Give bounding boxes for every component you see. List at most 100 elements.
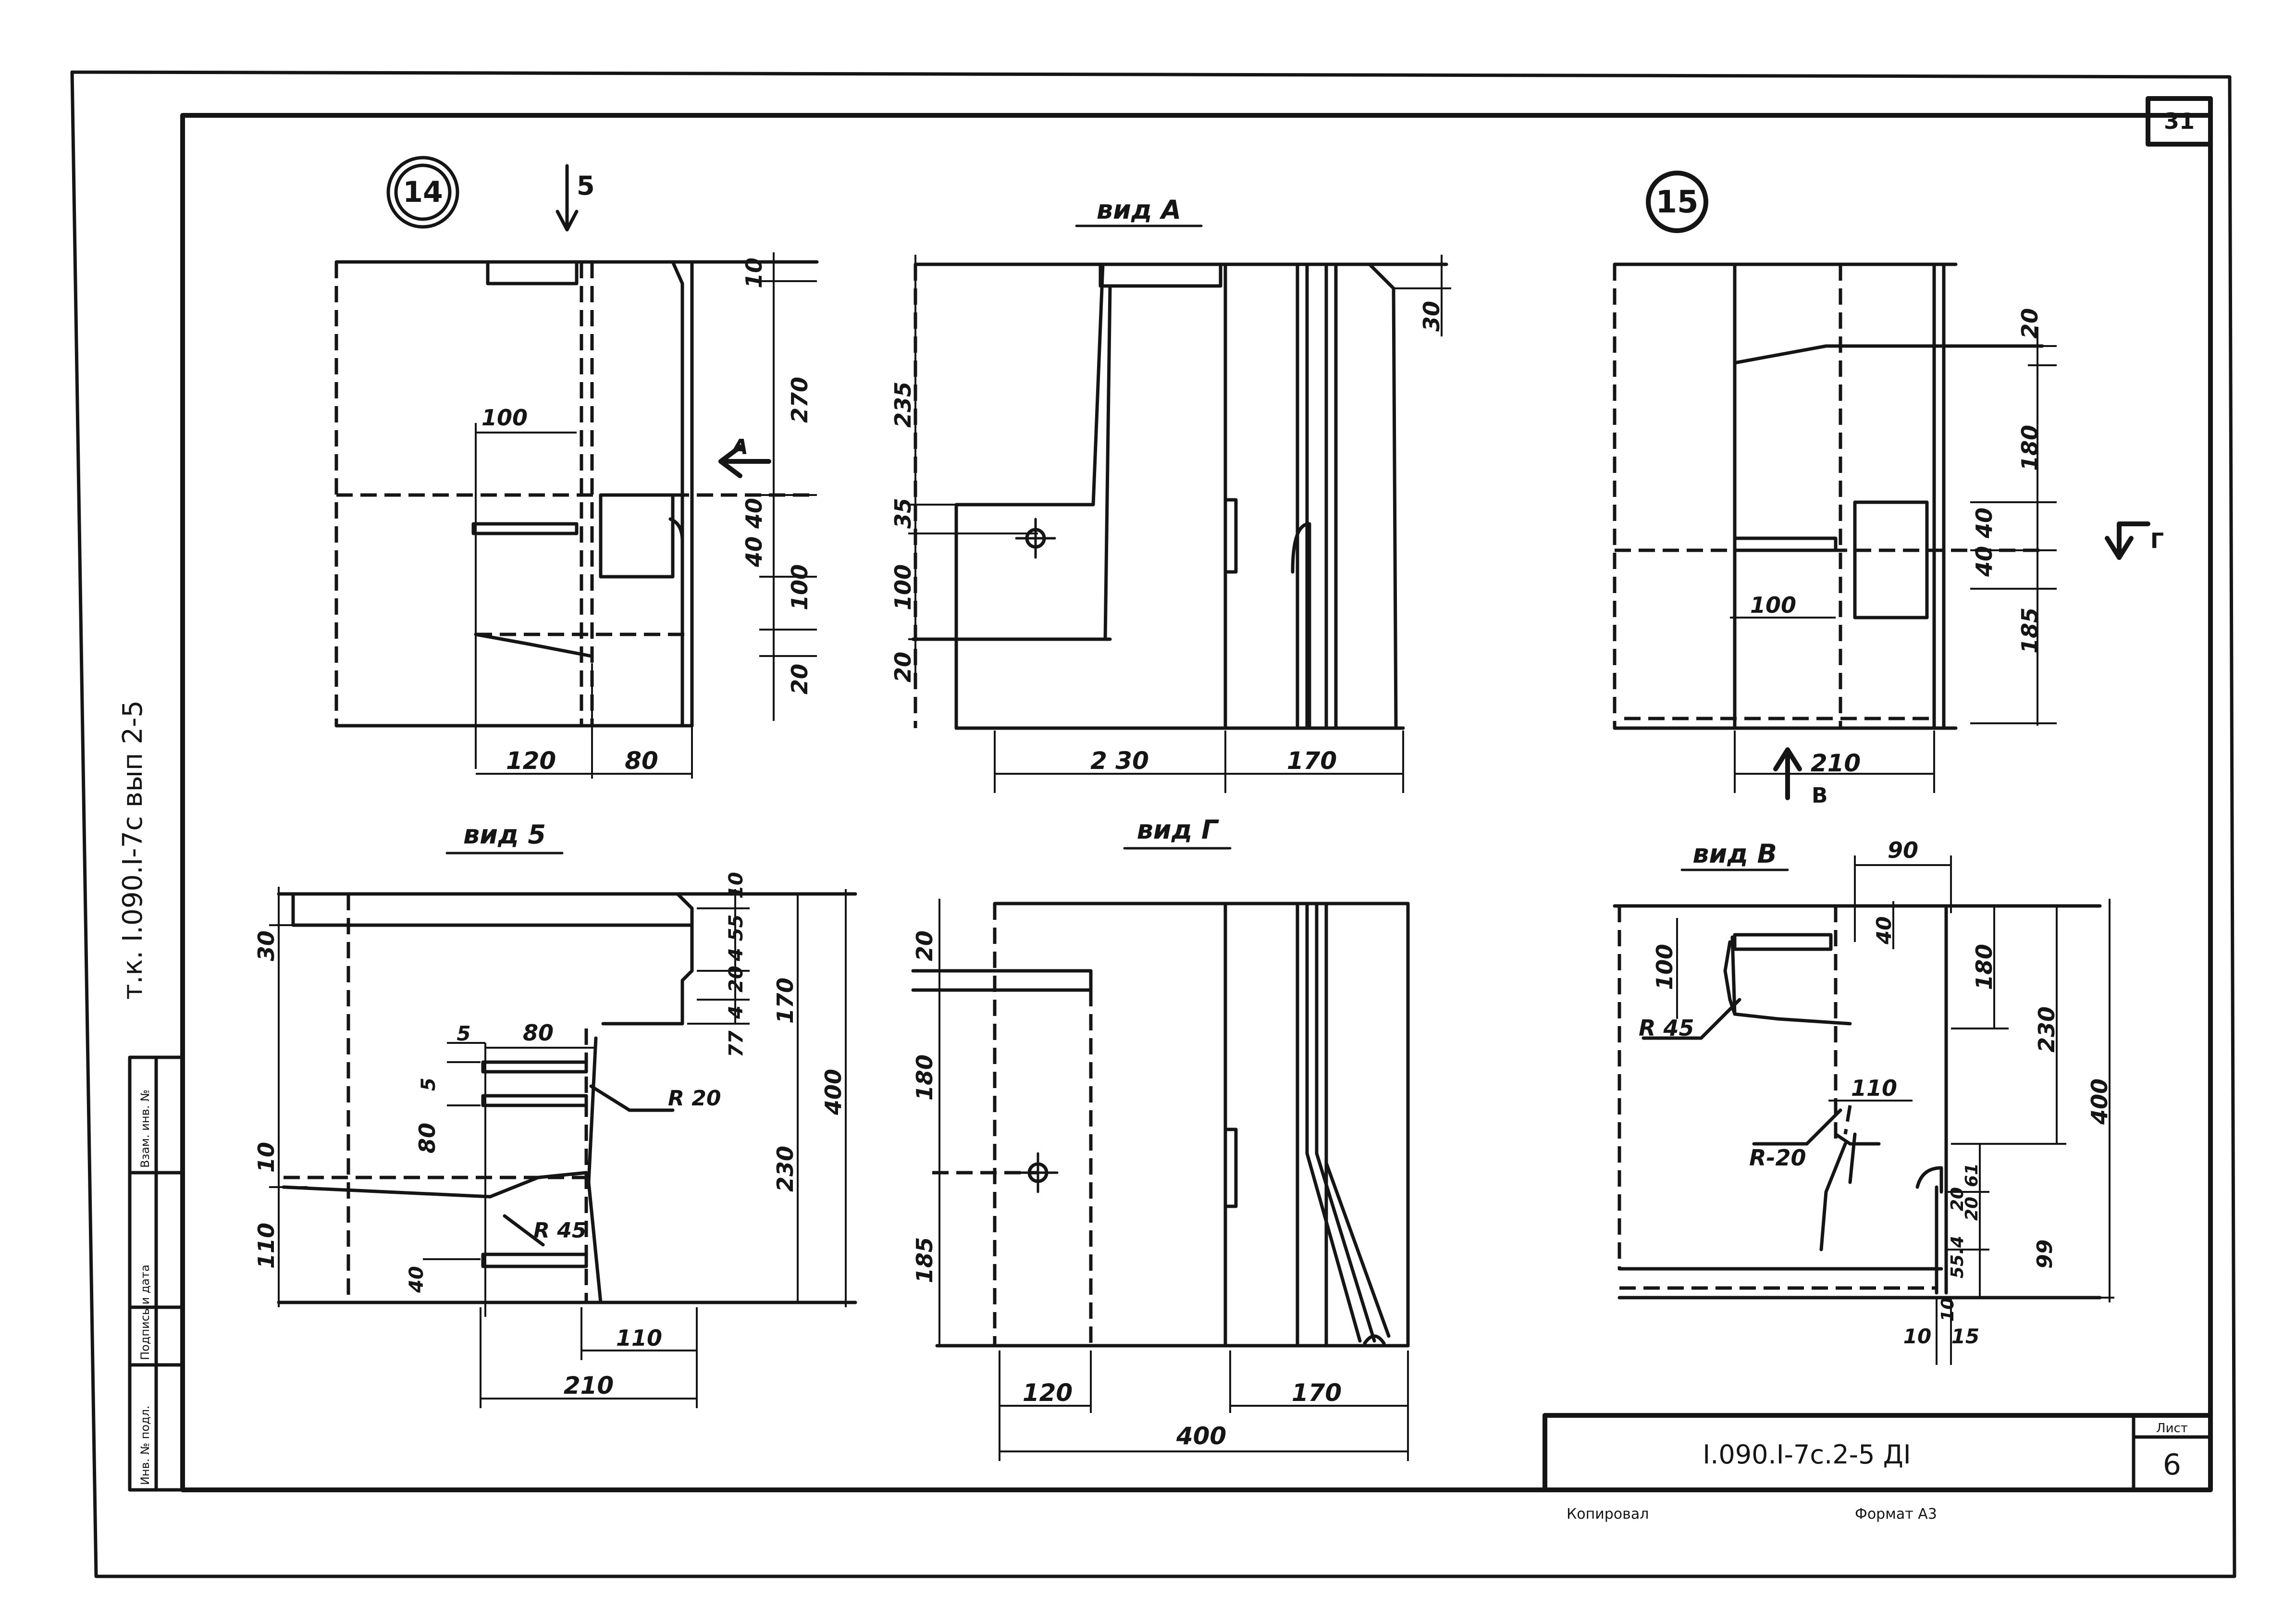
dim-label: 400 xyxy=(820,1069,846,1115)
dim-label: 100 xyxy=(1652,944,1678,990)
view-g-title: вид Г xyxy=(1137,815,1219,845)
dim-label: 30 xyxy=(1419,301,1444,332)
dim-label: 10 xyxy=(1938,1298,1958,1322)
view-b-title: вид 5 xyxy=(463,819,546,850)
view-g-drawing xyxy=(911,847,1410,1461)
stamp-replace-label: Взам. инв. № xyxy=(138,1090,152,1168)
dim-label: 170 xyxy=(1292,1379,1342,1407)
node-15-drawing xyxy=(1613,171,2150,800)
dim-label: 30 xyxy=(253,930,279,961)
dim-label: 400 xyxy=(2086,1078,2112,1125)
dim-label: 100 xyxy=(787,564,813,610)
view-a-texts: вид А 235 35 100 20 30 2 30 170 xyxy=(890,195,1444,775)
dim-label: 55.4 xyxy=(1948,1236,1967,1278)
view-v-title: вид В xyxy=(1692,839,1777,869)
title-sheet-number: 6 xyxy=(2163,1448,2181,1482)
dim-label: 20 xyxy=(787,664,813,694)
copied-by: Копировал xyxy=(1567,1506,1649,1523)
node-14-number: 14 xyxy=(403,175,443,209)
dim-label: 15 xyxy=(1951,1325,1979,1348)
corner-page-number: 31 xyxy=(2164,108,2195,134)
dim-label: 100 xyxy=(1750,592,1796,618)
dim-label: 10 xyxy=(725,872,747,899)
dim-label: 110 xyxy=(1851,1075,1897,1101)
node-15-texts: 15 20 180 40 40 185 100 210 Г В xyxy=(1655,185,2164,808)
dim-label: 77 xyxy=(725,1030,747,1057)
dim-label: 180 xyxy=(1971,944,1997,990)
view-a-drawing xyxy=(908,224,1451,793)
dim-label: 210 xyxy=(564,1372,614,1400)
arrow-a-label: А xyxy=(730,435,748,459)
dim-label: 10 xyxy=(1903,1325,1931,1348)
stamp-sign-label: Подпись и дата xyxy=(138,1264,152,1360)
dim-label: 400 xyxy=(1176,1422,1226,1450)
node-15-number: 15 xyxy=(1655,185,1698,220)
arrow-v-label: В xyxy=(1812,783,1828,808)
node-14-texts: 14 5 10 270 100 40 40 100 20 120 80 А xyxy=(403,171,813,775)
node-14-drawing xyxy=(334,156,819,779)
dim-label: 100 xyxy=(481,405,528,431)
dim-label: 170 xyxy=(1287,747,1337,775)
title-code: I.090.I-7с.2-5 ДI xyxy=(1703,1439,1911,1470)
dim-label: 5 xyxy=(418,1078,440,1091)
sheet-texts: 31 т.к. I.090.I-7с вып 2-5 I.090.I-7с.2-… xyxy=(117,108,2195,1523)
dim-label: 2 30 xyxy=(1090,747,1149,775)
dim-label: 210 xyxy=(1811,749,1861,777)
view-v-texts: вид В 90 40 100 180 230 400 R 45 110 R-2… xyxy=(1639,837,2112,1348)
dim-label: 20 xyxy=(1962,1197,1982,1221)
dim-label: 100 xyxy=(890,564,916,610)
dim-label: 110 xyxy=(253,1223,279,1269)
dim-label: 80 xyxy=(523,1020,554,1046)
dim-label: 40 xyxy=(406,1266,428,1293)
dim-label: R 20 xyxy=(668,1086,721,1111)
dim-label: R 45 xyxy=(533,1218,586,1243)
dim-label: 35 xyxy=(890,498,916,529)
view-v-drawing xyxy=(1613,855,2114,1365)
arrow-g-label: Г xyxy=(2150,529,2164,553)
dim-label: 40 xyxy=(741,536,767,568)
dim-label: 20 xyxy=(2017,308,2043,339)
side-title: т.к. I.090.I-7с вып 2-5 xyxy=(117,700,148,1000)
stamp-inv-label: Инв. № подл. xyxy=(138,1405,152,1485)
dim-label: 4 xyxy=(725,1005,747,1019)
dim-label: 120 xyxy=(506,747,556,775)
dim-label: 61 xyxy=(1962,1163,1982,1187)
title-sheet-label: Лист xyxy=(2156,1421,2188,1436)
dim-label: 180 xyxy=(912,1054,938,1101)
view-b-drawing xyxy=(269,852,857,1408)
view-b-texts: вид 5 30 10 4 55 20 4 77 170 400 230 5 8… xyxy=(253,819,846,1400)
dim-label: 40 xyxy=(1872,917,1896,945)
dim-label: 120 xyxy=(1023,1379,1073,1407)
dim-label: 80 xyxy=(414,1123,440,1153)
dim-label: 10 xyxy=(253,1142,279,1173)
dim-label: 80 xyxy=(625,747,658,775)
dim-label: 170 xyxy=(772,978,798,1024)
dim-label: 185 xyxy=(2017,607,2043,654)
dim-label: R-20 xyxy=(1749,1145,1806,1171)
dim-label: 4 55 xyxy=(725,915,747,962)
dim-label: 230 xyxy=(772,1146,798,1192)
dim-label: 270 xyxy=(787,377,813,423)
view-a-title: вид А xyxy=(1097,195,1181,225)
view-g-texts: вид Г 20 180 185 120 170 400 xyxy=(912,815,1342,1450)
format-label: Формат А3 xyxy=(1855,1506,1937,1523)
dim-label: 40 xyxy=(1971,546,1997,577)
dim-label: 5 xyxy=(457,1022,470,1045)
dim-label: 10 xyxy=(741,258,767,288)
dim-label: 180 xyxy=(2017,425,2043,471)
dim-label: 20 xyxy=(725,966,747,992)
dim-label: 90 xyxy=(1888,837,1918,863)
dim-label: 185 xyxy=(912,1237,938,1283)
dim-label: 230 xyxy=(2034,1006,2060,1053)
dim-label: 235 xyxy=(890,382,916,428)
dim-label: 99 xyxy=(2033,1239,2057,1269)
sheet-frame xyxy=(70,70,2236,1578)
arrow-b-label: 5 xyxy=(577,171,595,201)
dim-label: 20 xyxy=(1948,1187,1967,1211)
dim-label: 40 xyxy=(741,498,767,529)
dim-label: 20 xyxy=(912,930,938,961)
dim-label: 20 xyxy=(890,652,916,682)
dim-label: R 45 xyxy=(1639,1015,1694,1041)
